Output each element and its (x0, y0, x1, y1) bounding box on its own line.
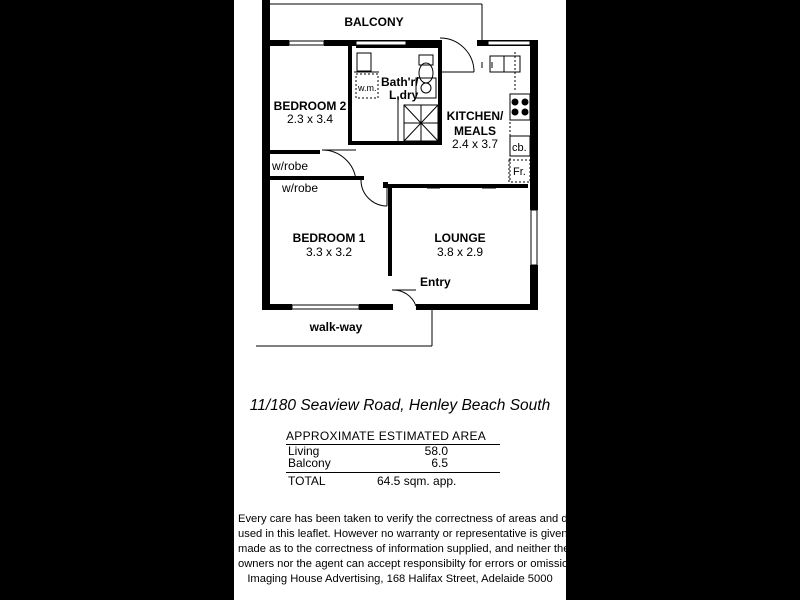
floor-plan-drawing: BALCONY BEDROOM 2 2.3 x 3.4 w.m. Bath'r/… (256, 0, 538, 347)
cupboard-label: cb. (512, 142, 527, 154)
laundry-label: L,dry (389, 88, 419, 102)
area-table-rule (286, 472, 500, 473)
bedroom-2-size: 2.3 x 3.4 (287, 112, 333, 126)
kitchen-size: 2.4 x 3.7 (452, 137, 498, 151)
area-total-label: TOTAL (288, 474, 326, 488)
balcony-label: BALCONY (344, 15, 403, 29)
walkway-outline (256, 310, 433, 347)
area-row-name: Balcony (288, 456, 331, 470)
area-total-value: 64.5 sqm. app. (377, 474, 457, 488)
entry-label: Entry (420, 275, 451, 289)
door-swings (321, 37, 475, 307)
bathroom-fixtures (354, 52, 439, 142)
wardrobe-label-2: w/robe (281, 181, 318, 195)
area-row: Balcony 6.5 (286, 457, 500, 469)
disclaimer: Every care has been taken to verify the … (238, 512, 594, 587)
area-row-value: 6.5 (431, 456, 448, 470)
internal-walls (270, 40, 528, 276)
area-row-value: 58.0 (424, 444, 448, 458)
lounge-label: LOUNGE (434, 231, 485, 245)
lounge-size: 3.8 x 2.9 (437, 245, 483, 259)
kitchen-label: KITCHEN/ (447, 109, 504, 123)
meals-label: MEALS (454, 124, 496, 138)
disclaimer-line: Imaging House Advertising, 168 Halifax S… (247, 573, 553, 585)
windows (288, 40, 538, 310)
floor-plan-sheet: BALCONY BEDROOM 2 2.3 x 3.4 w.m. Bath'r/… (234, 0, 594, 600)
disclaimer-line: Every care has been taken to verify the … (238, 513, 594, 525)
bedroom-1-label: BEDROOM 1 (293, 231, 366, 245)
area-row: Living 58.0 (286, 445, 500, 457)
stove-hotplates (511, 98, 529, 116)
external-walls (262, 0, 538, 310)
bathroom-label: Bath'r/ (381, 75, 419, 89)
wardrobe-label-1: w/robe (271, 159, 308, 173)
disclaimer-line: used in this leaflet. However no warrant… (238, 528, 581, 540)
bedroom-2-label: BEDROOM 2 (274, 99, 347, 113)
property-address: 11/180 Seaview Road, Henley Beach South (249, 397, 551, 414)
bedroom-1-size: 3.3 x 3.2 (306, 245, 352, 259)
area-table-heading: APPROXIMATE ESTIMATED AREA (286, 429, 500, 445)
fridge-label: Fr. (513, 166, 526, 178)
washing-machine-label: w.m. (357, 83, 377, 93)
disclaimer-line: owners nor the agent can accept responsi… (238, 558, 584, 570)
kitchen-fixtures (481, 52, 531, 183)
area-total-row: TOTAL 64.5 sqm. app. (286, 473, 500, 489)
walkway-label: walk-way (309, 320, 363, 334)
area-row-name: Living (288, 444, 320, 458)
disclaimer-line: made as to the correctness of informatio… (238, 543, 570, 555)
area-table: APPROXIMATE ESTIMATED AREA Living 58.0 B… (286, 429, 500, 489)
